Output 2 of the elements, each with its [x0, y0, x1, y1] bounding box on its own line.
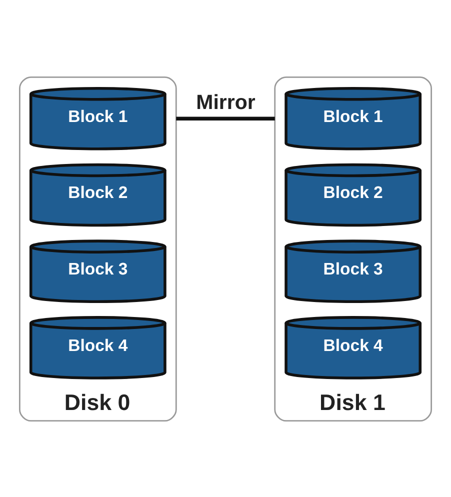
- connector: [176, 116, 275, 120]
- edge-label: Mirror: [196, 90, 256, 114]
